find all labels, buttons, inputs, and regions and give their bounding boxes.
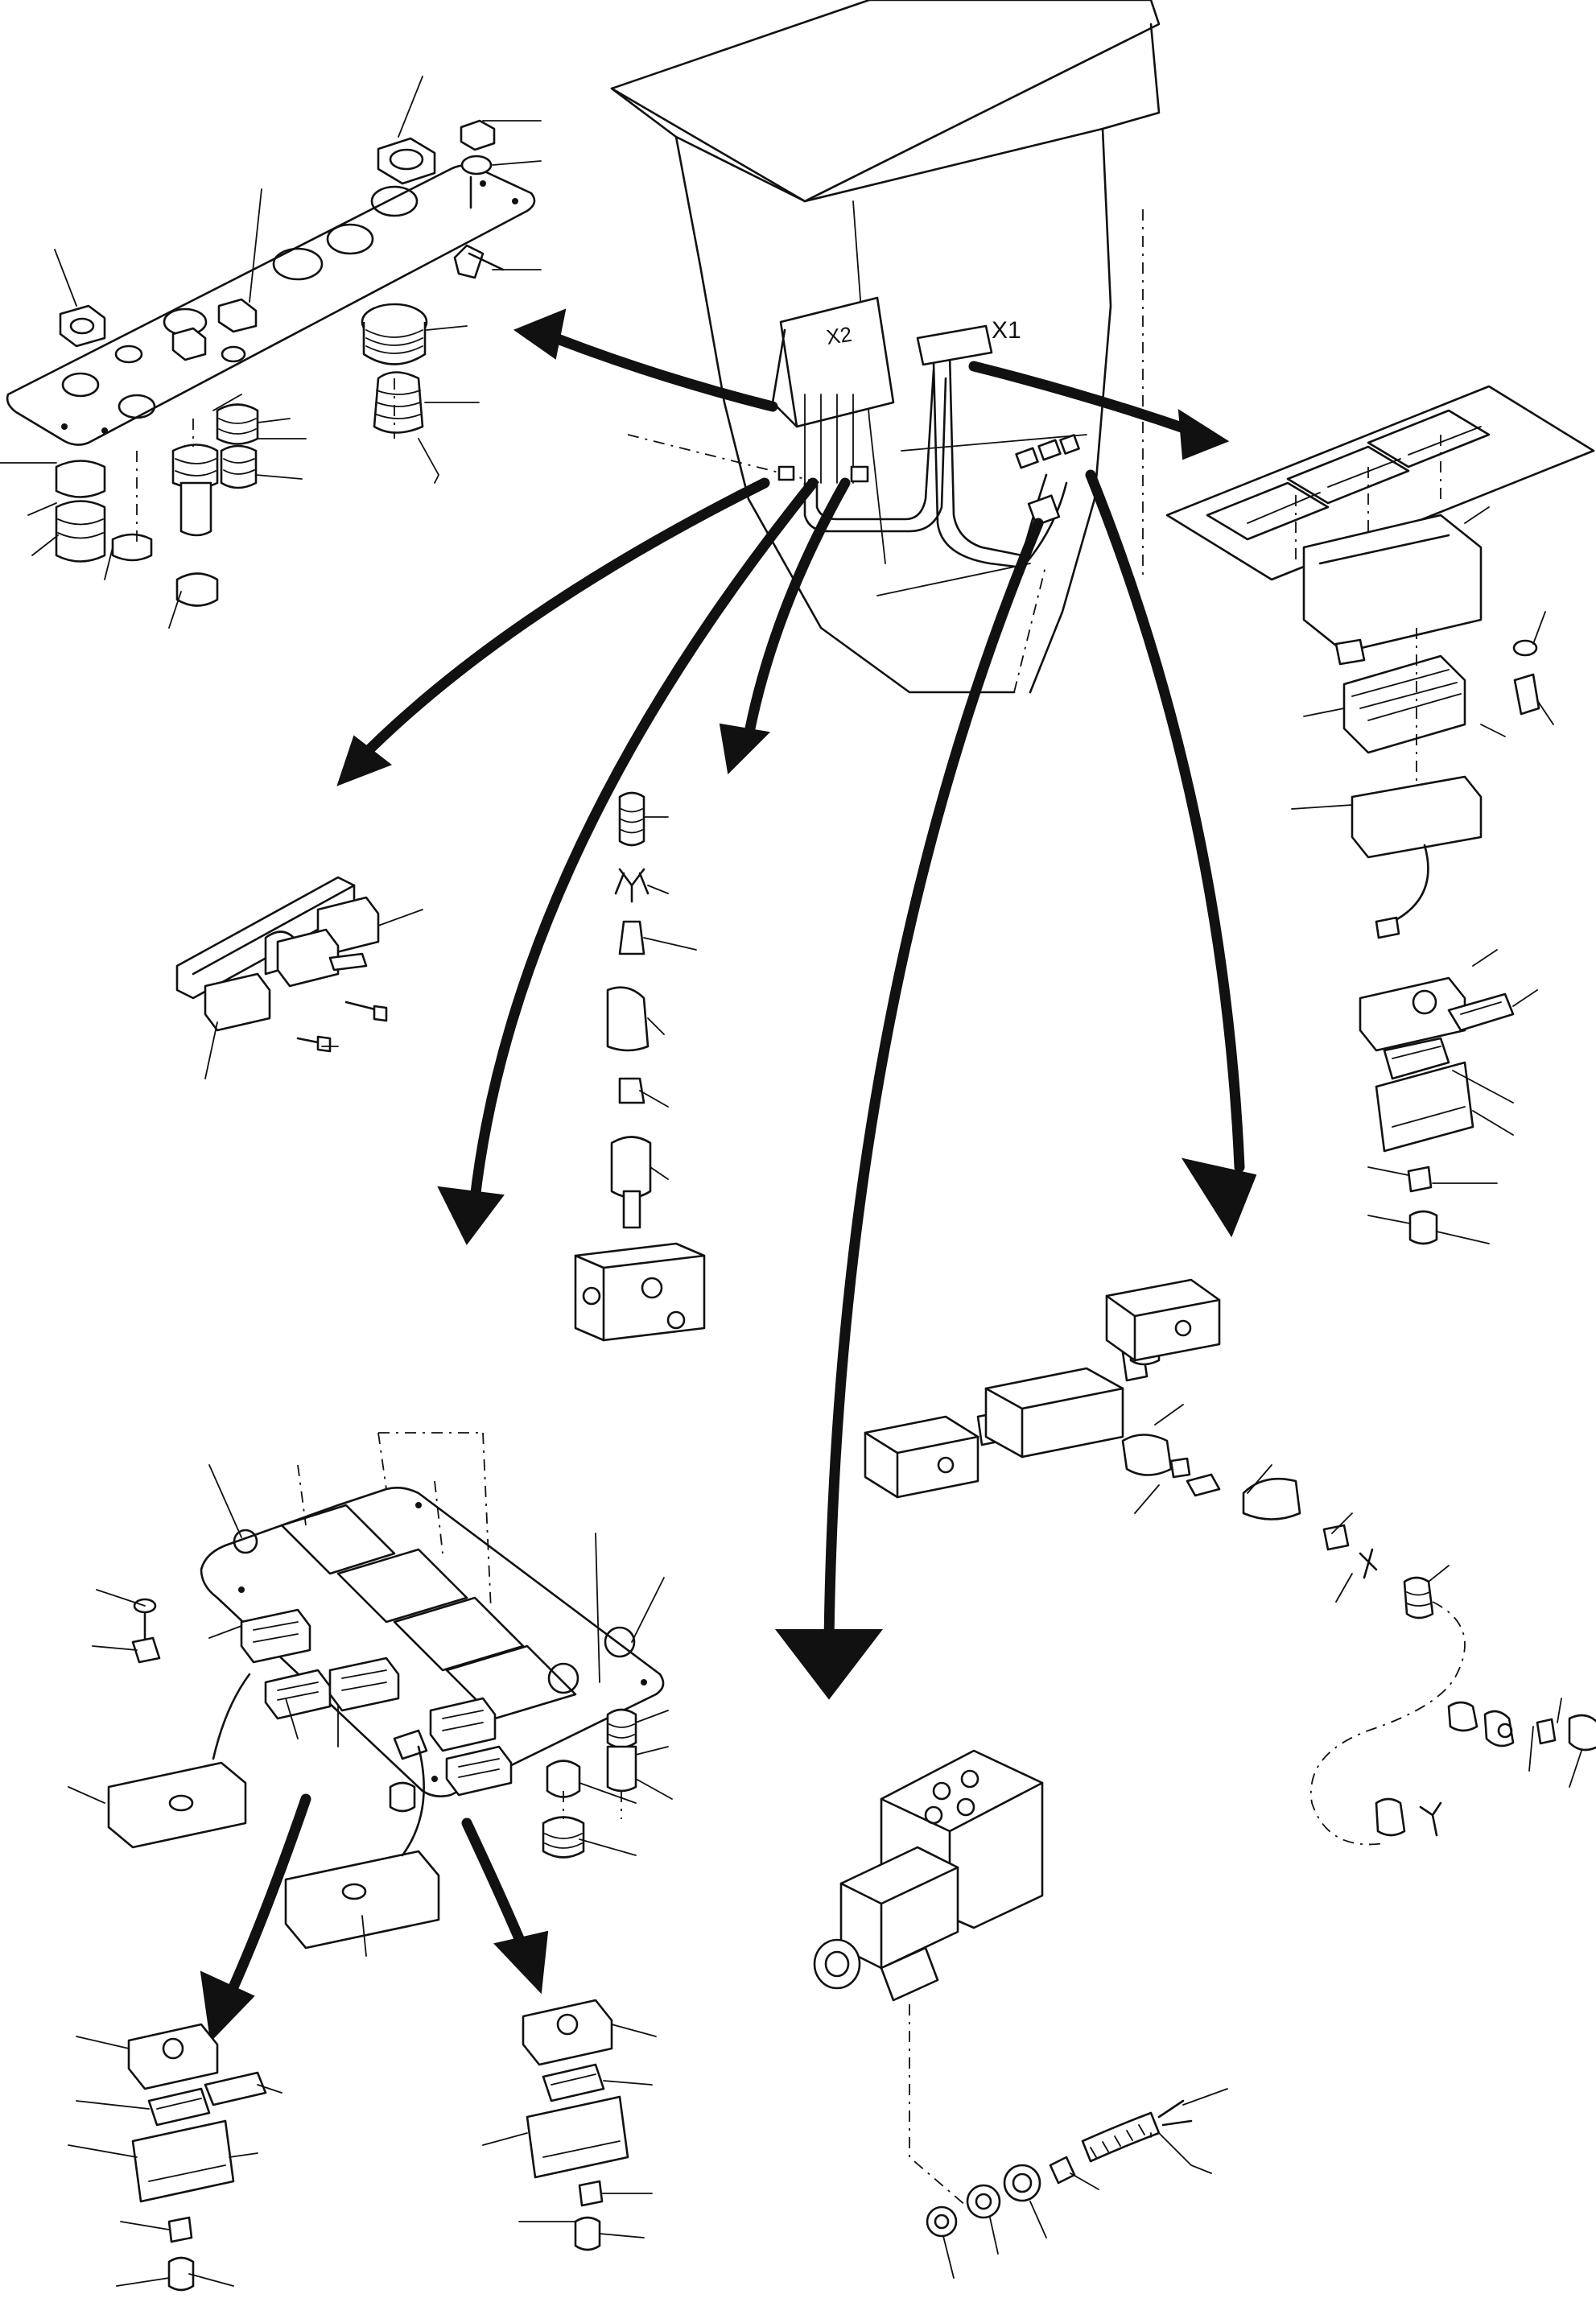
connector-x1-plug: X1 (916, 317, 1021, 366)
valve-block-assembly (864, 1278, 1596, 1846)
small-plugs (777, 434, 1080, 526)
top-right-connector-plate (1165, 385, 1595, 939)
label-x2: X2 (825, 322, 854, 349)
solenoid-valve-assembly (813, 1749, 1228, 2279)
connector-x2-housing: X2 (771, 296, 895, 484)
bottom-left-hood-connector-a (68, 2023, 282, 2292)
right-connector-hood-assembly (1359, 949, 1538, 1245)
callout-arrows (200, 308, 1257, 2043)
label-x1: X1 (992, 317, 1021, 344)
cable-harness (803, 353, 1068, 569)
pressure-sensor-stack (574, 791, 706, 1342)
bottom-center-hood-connector-b (482, 1999, 657, 2251)
bottom-left-connector-plate (68, 1432, 673, 1957)
top-left-gland-plate (0, 76, 542, 629)
cable-duct-clips (175, 876, 423, 1079)
